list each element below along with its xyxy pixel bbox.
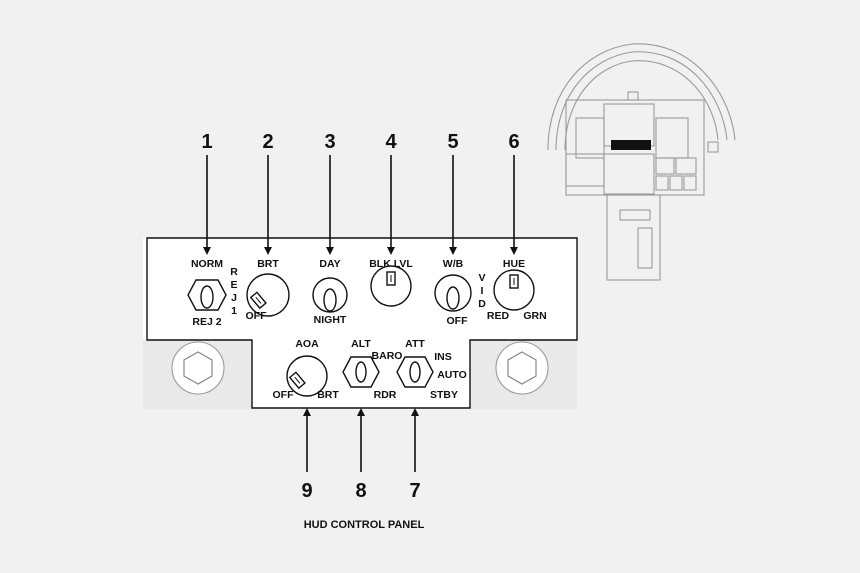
- callout-3: 3: [324, 131, 336, 255]
- svg-text:OFF: OFF: [273, 389, 295, 401]
- callout-7: 7: [409, 408, 421, 502]
- svg-text:AOA: AOA: [295, 338, 319, 350]
- black-level-knob[interactable]: BLK LVL: [369, 258, 413, 307]
- svg-text:BLK LVL: BLK LVL: [369, 258, 413, 270]
- svg-text:NIGHT: NIGHT: [314, 314, 347, 326]
- callout-9: 9: [301, 408, 313, 502]
- right-mount-block: [470, 340, 577, 409]
- svg-text:5: 5: [447, 131, 458, 153]
- svg-text:RDR: RDR: [374, 389, 397, 401]
- cockpit-locator-sketch: [547, 43, 736, 281]
- altitude-selector-switch[interactable]: ALT BARO RDR: [342, 338, 403, 401]
- svg-text:INS: INS: [434, 351, 452, 363]
- svg-text:RED: RED: [487, 310, 510, 322]
- callout-5: 5: [447, 131, 459, 255]
- svg-text:V: V: [478, 272, 485, 284]
- pointer-icon: [249, 291, 267, 310]
- callout-4: 4: [385, 131, 397, 255]
- day-night-switch[interactable]: DAY NIGHT: [312, 258, 348, 326]
- svg-text:BARO: BARO: [372, 350, 403, 362]
- svg-text:ALT: ALT: [351, 338, 371, 350]
- svg-text:2: 2: [262, 131, 273, 153]
- svg-text:7: 7: [409, 480, 420, 502]
- svg-text:J: J: [231, 292, 237, 304]
- pointer-icon: [288, 371, 306, 390]
- svg-text:NORM: NORM: [191, 258, 223, 270]
- video-white-black-switch[interactable]: W/B OFF V I D: [434, 258, 486, 327]
- svg-text:BRT: BRT: [317, 389, 339, 401]
- svg-text:DAY: DAY: [319, 258, 340, 270]
- svg-text:R: R: [230, 266, 238, 278]
- left-mount-block: [143, 340, 253, 409]
- svg-text:9: 9: [301, 480, 312, 502]
- callout-1: 1: [201, 131, 213, 255]
- callout-6: 6: [508, 131, 520, 255]
- callout-number: 1: [201, 131, 212, 153]
- svg-text:6: 6: [508, 131, 519, 153]
- hud-brightness-knob[interactable]: BRT OFF: [246, 258, 290, 322]
- svg-text:REJ 2: REJ 2: [192, 316, 221, 328]
- svg-text:4: 4: [385, 131, 397, 153]
- svg-text:STBY: STBY: [430, 389, 458, 401]
- svg-text:3: 3: [324, 131, 335, 153]
- svg-text:HUE: HUE: [503, 258, 525, 270]
- svg-text:BRT: BRT: [257, 258, 279, 270]
- svg-text:ATT: ATT: [405, 338, 425, 350]
- svg-text:I: I: [481, 285, 484, 297]
- svg-text:W/B: W/B: [443, 258, 464, 270]
- callout-2: 2: [262, 131, 274, 255]
- svg-text:OFF: OFF: [447, 315, 469, 327]
- rej-switch[interactable]: NORM REJ 2 R E J 1: [187, 258, 238, 328]
- diagram-caption: HUD CONTROL PANEL: [304, 519, 425, 531]
- aoa-brightness-knob[interactable]: AOA OFF BRT: [273, 338, 340, 401]
- svg-text:1: 1: [231, 305, 237, 317]
- svg-text:D: D: [478, 298, 486, 310]
- svg-text:E: E: [230, 279, 237, 291]
- svg-text:GRN: GRN: [523, 310, 546, 322]
- attitude-selector-switch[interactable]: ATT INS AUTO STBY: [396, 338, 467, 401]
- svg-text:8: 8: [355, 480, 366, 502]
- svg-text:OFF: OFF: [246, 310, 268, 322]
- callout-8: 8: [355, 408, 367, 502]
- hue-knob[interactable]: HUE RED GRN: [487, 258, 547, 322]
- svg-text:AUTO: AUTO: [437, 369, 467, 381]
